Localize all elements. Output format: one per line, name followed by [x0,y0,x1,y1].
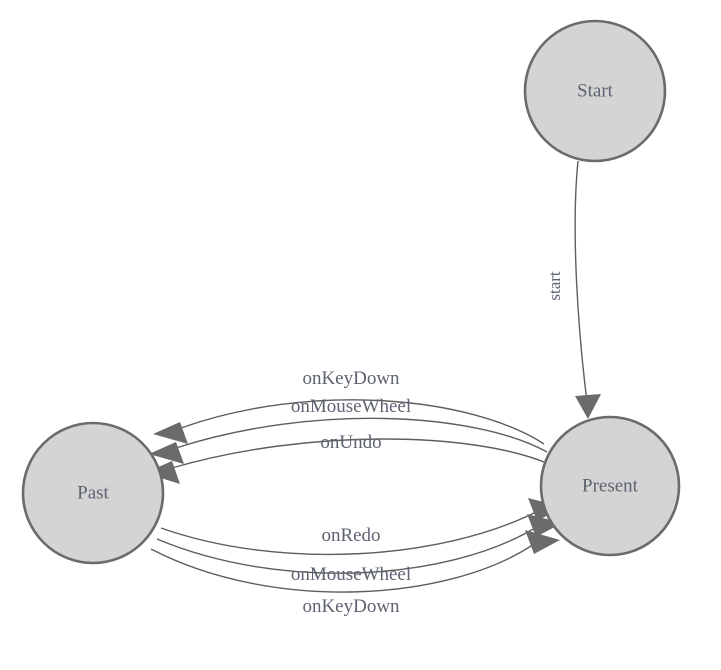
node-start-circle [523,19,667,163]
edge-label-past-to-present-keydown: onKeyDown [302,596,400,617]
node-past-circle [21,421,165,565]
node-present-circle [539,415,681,557]
edge-start-to-present[interactable]: start [545,160,601,419]
node-past-label: Past [77,482,109,503]
edge-label-present-to-past-wheel: onMouseWheel [291,396,411,417]
edge-label-past-to-present-redo: onRedo [321,525,380,546]
arrowhead-present-to-past-wheel [149,442,184,464]
edge-path-present-to-past-wheel [175,417,548,453]
arrowhead-present-to-past-keydown [153,422,188,444]
edge-label-present-to-past-keydown: onKeyDown [302,368,400,389]
edge-present-to-past-wheel[interactable]: onMouseWheel [149,396,548,464]
edge-path-past-to-present-keydown [150,543,535,593]
node-start[interactable]: Start [523,19,667,163]
edge-past-to-present-wheel[interactable]: onMouseWheel [156,514,562,585]
edge-present-to-past-keydown[interactable]: onKeyDown [153,368,545,445]
arrowhead-present-to-past-undo [145,461,180,484]
edge-path-past-to-present-wheel [156,527,536,574]
edge-past-to-present-keydown[interactable]: onKeyDown [150,530,560,617]
edge-path-present-to-past-undo [171,438,550,469]
edge-label-past-to-present-wheel: onMouseWheel [291,564,411,585]
edge-path-start-to-present [574,160,588,403]
edge-label-present-to-past-undo: onUndo [320,432,381,453]
node-present-label: Present [582,475,639,496]
arrowhead-past-to-present-keydown [525,530,560,554]
edge-label-start-to-present: start [545,271,564,301]
edge-path-present-to-past-keydown [180,399,545,445]
arrowhead-past-to-present-wheel [527,514,562,537]
node-past[interactable]: Past [21,421,165,565]
edge-past-to-present-redo[interactable]: onRedo [160,498,563,556]
node-present[interactable]: Present [539,415,681,557]
edge-present-to-past-undo[interactable]: onUndo [145,432,550,484]
arrowhead-start-to-present [575,394,601,419]
edge-path-past-to-present-redo [160,511,537,556]
node-start-label: Start [577,80,614,101]
